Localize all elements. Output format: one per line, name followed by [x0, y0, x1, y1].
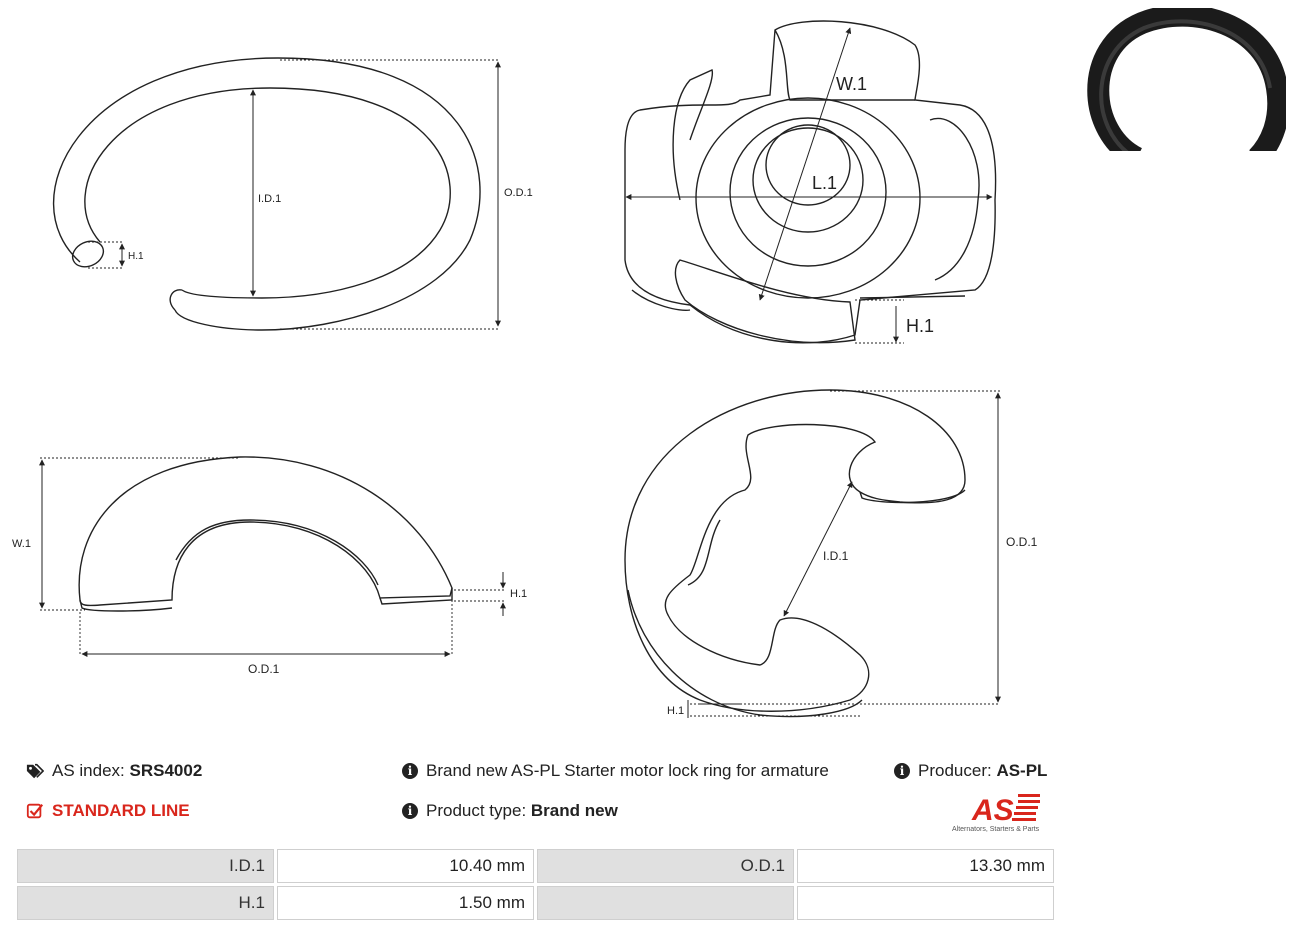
logo-tagline: Alternators, Starters & Parts: [952, 826, 1040, 833]
table-row: H.1 1.50 mm: [17, 886, 1054, 920]
product-type: i Product type: Brand new: [402, 801, 618, 821]
label-w-assembly: W.1: [836, 74, 867, 94]
spec-value: 10.40 mm: [277, 849, 534, 883]
product-type-value: Brand new: [530, 801, 618, 820]
standard-line: STANDARD LINE: [26, 801, 190, 821]
spec-value: 1.50 mm: [277, 886, 534, 920]
info-circle-icon: i: [402, 803, 418, 819]
spec-key: [537, 886, 794, 920]
table-row: I.D.1 10.40 mm O.D.1 13.30 mm: [17, 849, 1054, 883]
as-index-value: SRS4002: [129, 761, 203, 780]
info-circle-icon: i: [402, 763, 418, 779]
lock-ring-top-view: [624, 389, 1001, 718]
label-h-assembly: H.1: [906, 316, 934, 336]
label-h-ring: H.1: [128, 251, 144, 262]
label-od-arc: O.D.1: [248, 662, 280, 676]
label-l-assembly: L.1: [812, 173, 837, 193]
standard-line-label: STANDARD LINE: [52, 801, 190, 820]
label-h-top: H.1: [667, 705, 684, 717]
label-h-arc: H.1: [510, 588, 527, 600]
ring-side-view: [53, 57, 501, 331]
as-index-label: AS index:: [52, 761, 125, 780]
spec-value: [797, 886, 1054, 920]
as-pl-logo: AS Alternators, Starters & Parts: [952, 794, 1040, 833]
label-od-ring: O.D.1: [504, 187, 533, 199]
info-circle-icon: i: [894, 763, 910, 779]
tags-icon: [26, 763, 44, 779]
label-id-ring: I.D.1: [258, 193, 281, 205]
assembly-view: [624, 20, 997, 344]
arc-segment-view: [39, 456, 506, 657]
producer-label: Producer:: [918, 761, 992, 780]
as-index: AS index: SRS4002: [26, 761, 202, 781]
product-type-label: Product type:: [426, 801, 527, 820]
spec-key: I.D.1: [17, 849, 274, 883]
technical-drawing: I.D.1 O.D.1 H.1 W.1 L.1 H.1 W.1 O.D.1 H.…: [12, 20, 1038, 718]
label-id-top: I.D.1: [823, 549, 849, 563]
producer-value: AS-PL: [996, 761, 1048, 780]
description: i Brand new AS-PL Starter motor lock rin…: [402, 761, 829, 781]
spec-table: I.D.1 10.40 mm O.D.1 13.30 mm H.1 1.50 m…: [14, 846, 1057, 923]
spec-key: H.1: [17, 886, 274, 920]
label-w-arc: W.1: [12, 538, 31, 550]
check-square-icon: [26, 803, 44, 819]
spec-value: 13.30 mm: [797, 849, 1054, 883]
label-od-top: O.D.1: [1006, 535, 1038, 549]
product-photo: [1087, 8, 1286, 151]
spec-key: O.D.1: [537, 849, 794, 883]
producer: i Producer: AS-PL: [894, 761, 1047, 781]
logo-mark: AS: [971, 794, 1014, 827]
description-text: Brand new AS-PL Starter motor lock ring …: [426, 761, 829, 780]
